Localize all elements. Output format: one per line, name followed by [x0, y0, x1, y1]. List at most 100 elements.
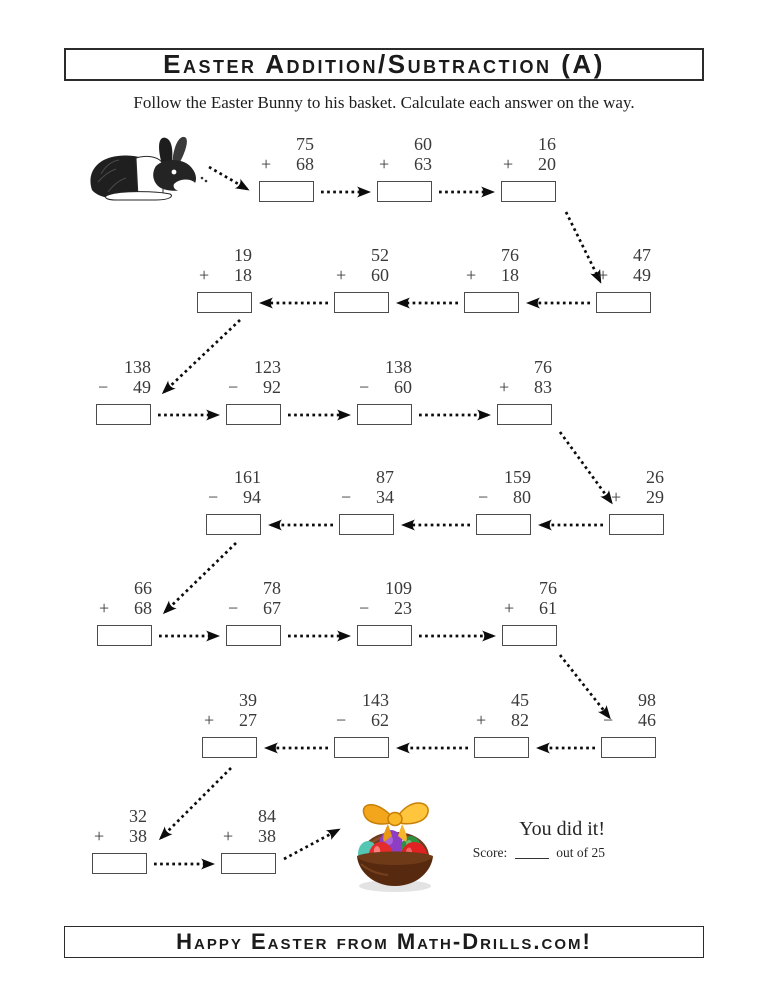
bottom-operand: 63	[414, 154, 432, 174]
answer-box[interactable]	[96, 404, 151, 425]
operator: +	[504, 598, 515, 618]
operator: +	[223, 826, 234, 846]
operator: +	[261, 154, 272, 174]
top-operand: 76	[534, 357, 552, 377]
math-problem: 76 +83	[497, 357, 553, 429]
bottom-operand: 60	[371, 265, 389, 285]
math-problem: 75+68	[259, 134, 315, 206]
answer-box[interactable]	[596, 292, 651, 313]
math-problem: 78 − 67	[226, 578, 282, 650]
operator: +	[476, 710, 487, 730]
answer-box[interactable]	[339, 514, 394, 535]
answer-box[interactable]	[334, 292, 389, 313]
answer-box[interactable]	[92, 853, 147, 874]
math-problem: 98−46	[601, 690, 657, 762]
top-operand: 47	[633, 245, 651, 265]
top-operand: 76	[501, 245, 519, 265]
top-operand: 138	[124, 357, 151, 377]
bottom-operand: 27	[239, 710, 257, 730]
top-operand: 143	[362, 690, 389, 710]
answer-box[interactable]	[221, 853, 276, 874]
math-problem: 87−34	[339, 467, 395, 539]
operator: −	[359, 598, 370, 618]
answer-box[interactable]	[601, 737, 656, 758]
operator: +	[99, 598, 110, 618]
score-blank[interactable]	[515, 847, 550, 859]
operator: +	[499, 377, 510, 397]
math-problem: 138− 49	[96, 357, 152, 429]
math-problem: 138− 60	[357, 357, 413, 429]
answer-box[interactable]	[206, 514, 261, 535]
bottom-operand: 49	[133, 377, 151, 397]
bottom-operand: 61	[539, 598, 557, 618]
answer-box[interactable]	[197, 292, 252, 313]
easter-basket-icon	[357, 802, 433, 892]
operator: +	[336, 265, 347, 285]
top-operand: 66	[134, 578, 152, 598]
bottom-operand: 60	[394, 377, 412, 397]
instruction-text: Follow the Easter Bunny to his basket. C…	[133, 93, 635, 112]
top-operand: 78	[263, 578, 281, 598]
math-problem: 109− 23	[357, 578, 413, 650]
answer-box[interactable]	[501, 181, 556, 202]
math-problem: 16+20	[501, 134, 557, 206]
answer-box[interactable]	[502, 625, 557, 646]
top-operand: 76	[539, 578, 557, 598]
bottom-operand: 67	[263, 598, 281, 618]
operator: −	[98, 377, 109, 397]
answer-box[interactable]	[497, 404, 552, 425]
operator: −	[208, 487, 219, 507]
bottom-operand: 94	[243, 487, 261, 507]
top-operand: 32	[129, 806, 147, 826]
answer-box[interactable]	[334, 737, 389, 758]
bottom-operand: 92	[263, 377, 281, 397]
operator: −	[478, 487, 489, 507]
operator: −	[359, 377, 370, 397]
easter-bunny-icon	[90, 136, 208, 201]
bottom-operand: 23	[394, 598, 412, 618]
answer-box[interactable]	[377, 181, 432, 202]
score-suffix: out of 25	[556, 845, 605, 860]
math-problem: 159−80	[476, 467, 532, 539]
top-operand: 75	[296, 134, 314, 154]
answer-box[interactable]	[226, 625, 281, 646]
top-operand: 161	[234, 467, 261, 487]
operator: +	[466, 265, 477, 285]
operator: +	[199, 265, 210, 285]
operator: +	[204, 710, 215, 730]
math-problem: 66+68	[97, 578, 153, 650]
bottom-operand: 20	[538, 154, 556, 174]
top-operand: 52	[371, 245, 389, 265]
math-problem: 143−62	[334, 690, 390, 762]
bottom-operand: 38	[129, 826, 147, 846]
answer-box[interactable]	[259, 181, 314, 202]
bottom-operand: 38	[258, 826, 276, 846]
answer-box[interactable]	[357, 625, 412, 646]
score-line: Score: out of 25	[430, 845, 605, 861]
top-operand: 138	[385, 357, 412, 377]
answer-box[interactable]	[609, 514, 664, 535]
top-operand: 26	[646, 467, 664, 487]
bottom-operand: 46	[638, 710, 656, 730]
answer-box[interactable]	[476, 514, 531, 535]
math-problem: 39+27	[202, 690, 258, 762]
answer-box[interactable]	[202, 737, 257, 758]
operator: −	[228, 598, 239, 618]
answer-box[interactable]	[474, 737, 529, 758]
math-problem: 60+63	[377, 134, 433, 206]
answer-box[interactable]	[357, 404, 412, 425]
math-problem: 47+49	[596, 245, 652, 317]
bottom-operand: 83	[534, 377, 552, 397]
bottom-operand: 34	[376, 487, 394, 507]
answer-box[interactable]	[97, 625, 152, 646]
operator: −	[341, 487, 352, 507]
math-problem: 161− 94	[206, 467, 262, 539]
answer-box[interactable]	[464, 292, 519, 313]
top-operand: 109	[385, 578, 412, 598]
bottom-operand: 18	[501, 265, 519, 285]
answer-box[interactable]	[226, 404, 281, 425]
top-operand: 60	[414, 134, 432, 154]
top-operand: 123	[254, 357, 281, 377]
math-problem: 76 +18	[464, 245, 520, 317]
